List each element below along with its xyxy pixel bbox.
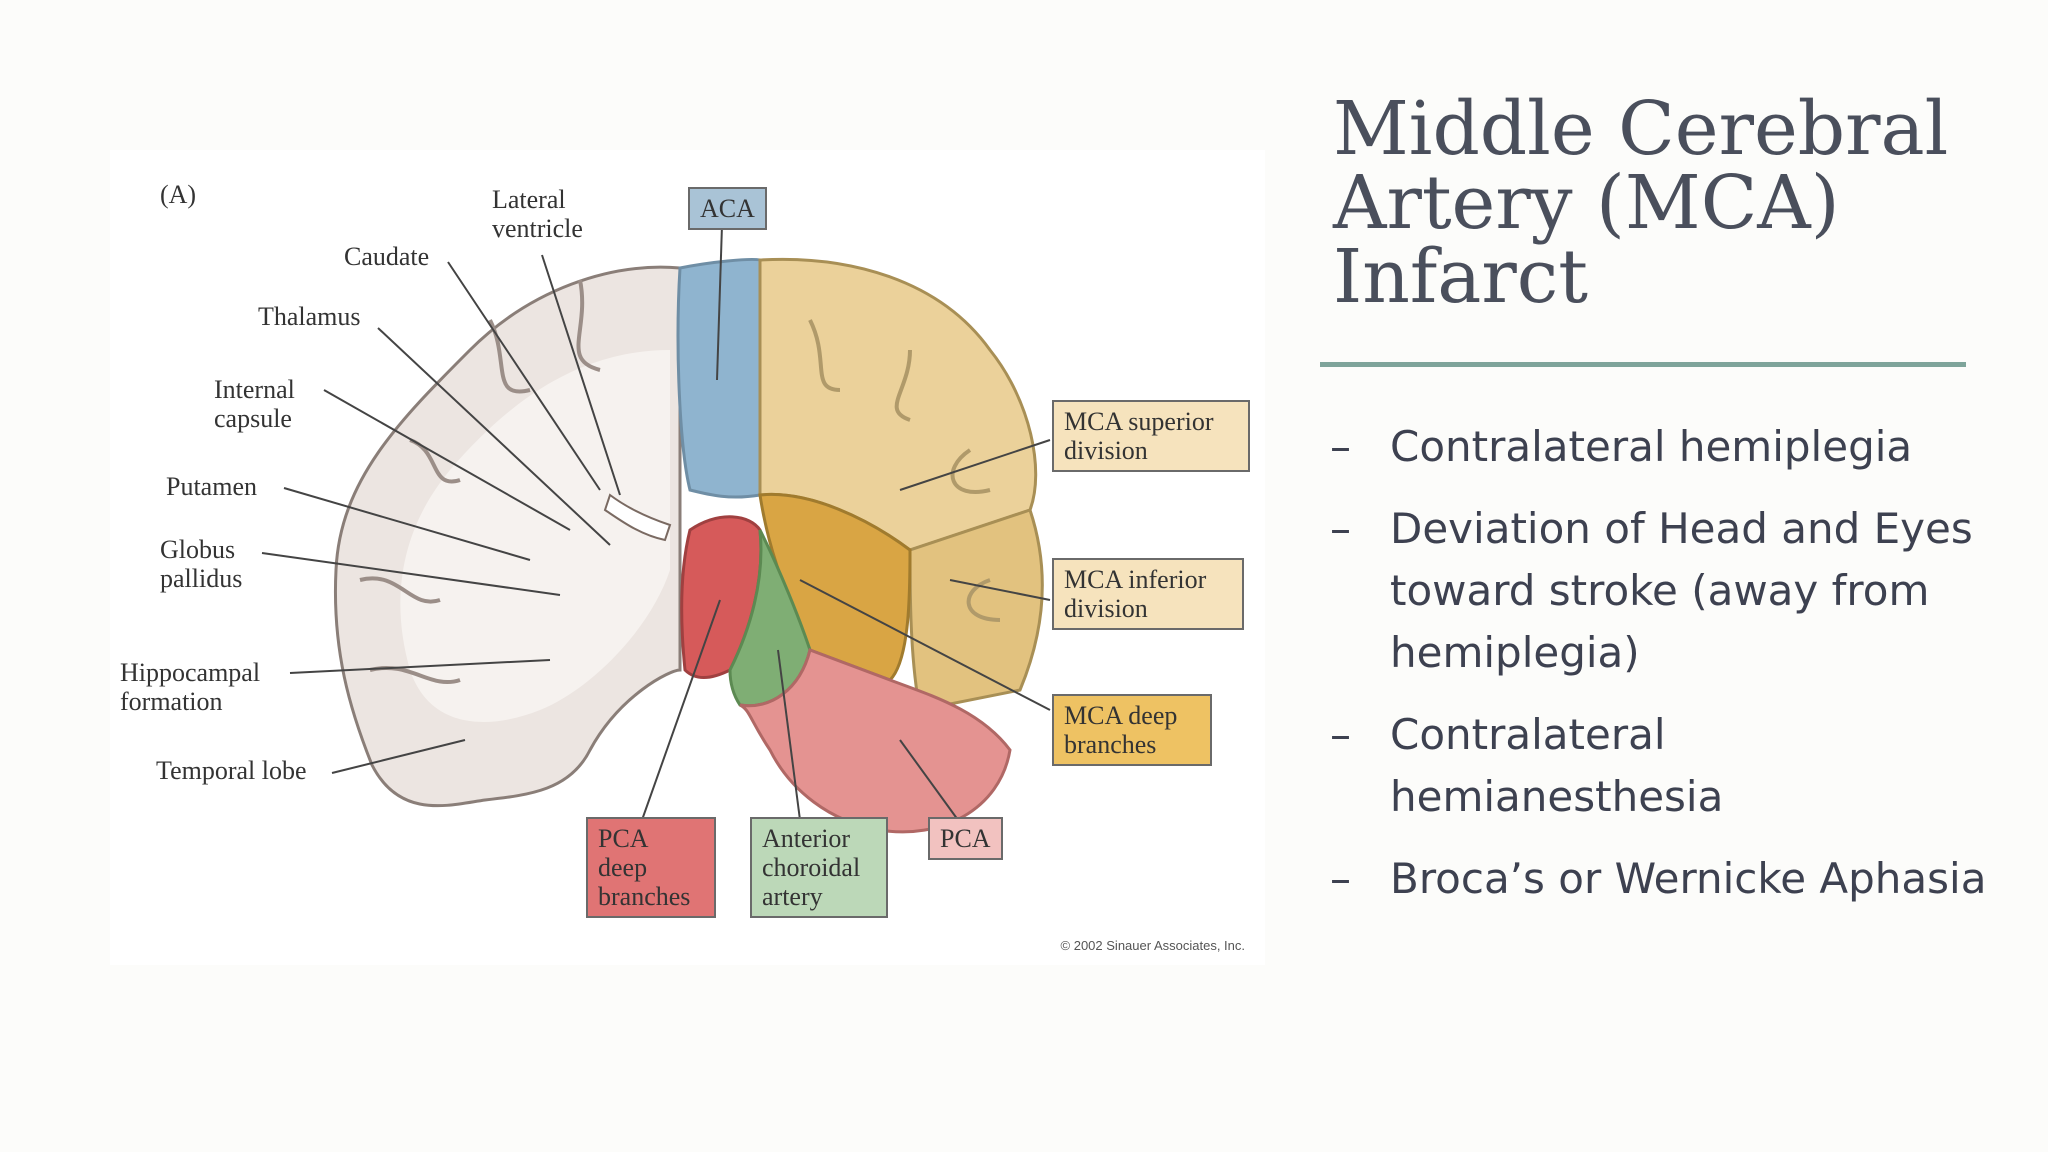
bullet-text: Deviation of Head and Eyes toward stroke… bbox=[1390, 504, 1973, 677]
label-lateral-ventricle: Lateral ventricle bbox=[492, 185, 583, 243]
box-pca-deep: PCA deep branches bbox=[586, 817, 716, 918]
brain-diagram bbox=[261, 224, 1051, 834]
bullet-dash: – bbox=[1330, 422, 1351, 471]
leader-aca bbox=[716, 224, 723, 381]
bullet-item: – Broca’s or Wernicke Aphasia bbox=[1330, 848, 1990, 910]
bullet-dash: – bbox=[1330, 854, 1351, 903]
bullet-text: Contralateral hemiplegia bbox=[1390, 422, 1913, 471]
leader-thalamus bbox=[377, 327, 611, 546]
right-gyri bbox=[808, 319, 1001, 622]
brain-coronal-figure: (A) Lateral ventricle Caudate Thalamus I… bbox=[110, 150, 1265, 965]
label-temporal-lobe: Temporal lobe bbox=[156, 756, 307, 785]
slide-title: Middle Cerebral Artery (MCA) Infarct bbox=[1333, 86, 1949, 320]
leader-lines bbox=[261, 224, 1051, 821]
box-pca: PCA bbox=[928, 817, 1003, 860]
leader-putamen bbox=[283, 487, 531, 561]
leader-globus-pallidus bbox=[261, 552, 561, 596]
label-thalamus: Thalamus bbox=[258, 302, 361, 331]
title-divider bbox=[1320, 362, 1966, 367]
lateral-ventricle-shape bbox=[603, 493, 672, 542]
box-mca-deep: MCA deep branches bbox=[1052, 694, 1212, 766]
copyright-credit: © 2002 Sinauer Associates, Inc. bbox=[1060, 938, 1245, 953]
bullet-item: –Deviation of Head and Eyes toward strok… bbox=[1330, 498, 1990, 684]
leader-lateral-ventricle bbox=[541, 254, 621, 496]
left-gyri bbox=[359, 279, 601, 684]
box-anterior-choroidal: Anterior choroidal artery bbox=[750, 817, 888, 918]
leader-mca-deep bbox=[799, 579, 1051, 711]
aca-territory bbox=[676, 258, 762, 499]
leader-anterior-choroidal bbox=[777, 649, 801, 821]
panel-label: (A) bbox=[160, 180, 197, 209]
leader-mca-inferior bbox=[949, 579, 1051, 601]
label-hippocampal-formation: Hippocampal formation bbox=[120, 658, 261, 716]
leader-caudate bbox=[447, 261, 601, 491]
leader-mca-superior bbox=[899, 439, 1051, 491]
bullet-list: –Contralateral hemiplegia –Deviation of … bbox=[1330, 416, 1990, 930]
bullet-dash: – bbox=[1330, 710, 1351, 759]
bullet-text: Broca’s or Wernicke Aphasia bbox=[1390, 854, 1987, 903]
label-caudate: Caudate bbox=[344, 242, 430, 271]
leader-pca-deep bbox=[641, 599, 721, 821]
bullet-item: –Contralateral hemiplegia bbox=[1330, 416, 1990, 478]
box-aca: ACA bbox=[688, 187, 767, 230]
label-globus-pallidus: Globus pallidus bbox=[160, 535, 243, 593]
box-mca-inferior: MCA inferior division bbox=[1052, 558, 1244, 630]
leader-pca bbox=[899, 739, 959, 821]
bullet-dash: – bbox=[1330, 504, 1351, 553]
label-putamen: Putamen bbox=[166, 472, 257, 501]
leader-temporal-lobe bbox=[331, 739, 466, 774]
label-internal-capsule: Internal capsule bbox=[214, 375, 295, 433]
box-mca-superior: MCA superior division bbox=[1052, 400, 1250, 472]
bullet-item: –Contralateral hemianesthesia bbox=[1330, 704, 1990, 828]
leader-internal-capsule bbox=[323, 389, 571, 531]
bullet-text: Contralateral hemianesthesia bbox=[1390, 710, 1724, 821]
leader-hippocampal-formation bbox=[289, 659, 551, 674]
